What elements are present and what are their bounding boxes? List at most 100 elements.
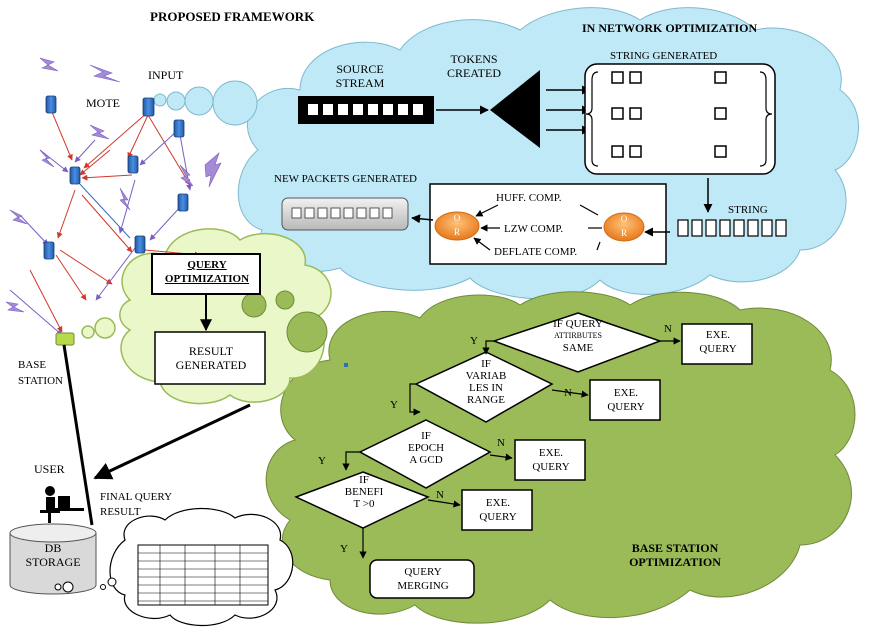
stream-cell xyxy=(308,104,318,115)
exe-query-label-2: EXE. QUERY xyxy=(607,387,645,413)
no-label-2: N xyxy=(564,387,572,399)
string-label: STRING xyxy=(728,204,768,216)
base-station-icon xyxy=(55,332,75,346)
decision-1-line-1: IF QUERY xyxy=(553,318,603,330)
lightning-icon xyxy=(89,64,121,83)
or-node-left xyxy=(434,211,480,241)
packet-cell xyxy=(330,207,341,219)
base-to-db-line xyxy=(62,344,94,526)
or-node-right xyxy=(603,212,645,242)
user-label: USER xyxy=(34,462,65,476)
mote-node xyxy=(43,241,55,260)
lightning-icon xyxy=(39,57,59,72)
yes-label-1: Y xyxy=(470,335,478,347)
in-network-title: IN NETWORK OPTIMIZATION xyxy=(582,21,758,35)
mote-label: MOTE xyxy=(86,96,120,110)
string-cell xyxy=(747,219,759,237)
mote-node xyxy=(142,97,155,117)
lightning-icon xyxy=(204,152,222,188)
result-to-user-arrow xyxy=(93,403,251,480)
tiny-marker xyxy=(344,363,348,367)
string-cells xyxy=(677,219,787,237)
decision-1-line-3: SAME xyxy=(562,342,594,354)
packet-cell xyxy=(382,207,393,219)
bs-optimization-title: BASE STATION OPTIMIZATION xyxy=(629,541,721,569)
result-generated-box xyxy=(154,331,266,385)
lightning-icon xyxy=(5,301,25,313)
packet-cell xyxy=(343,207,354,219)
decision-4-label: IF BENEFI T >0 xyxy=(344,474,384,510)
string-cell xyxy=(705,219,717,237)
mini-data-table xyxy=(138,545,268,605)
query-merging-box xyxy=(369,559,475,599)
stream-cell xyxy=(413,104,423,115)
mote-nodes xyxy=(43,95,189,260)
exe-query-box-2 xyxy=(589,379,661,421)
flowchart xyxy=(294,312,753,599)
packet-cells xyxy=(291,207,393,219)
decision-epoch-gcd xyxy=(358,419,492,489)
packet-cell xyxy=(304,207,315,219)
packet-cell xyxy=(369,207,380,219)
lzw-comp-label: LZW COMP. xyxy=(504,223,564,235)
no-label-1: N xyxy=(664,323,672,335)
exe-query-label-1: EXE. QUERY xyxy=(699,329,737,355)
packet-cell xyxy=(291,207,302,219)
lightning-icon xyxy=(119,187,131,211)
user-icon xyxy=(40,486,84,523)
no-label-3: N xyxy=(497,437,505,449)
or-label-top-left: O xyxy=(454,213,461,223)
or-label-bottom-left: R xyxy=(454,227,460,237)
yes-label-3: Y xyxy=(318,455,326,467)
tokens-created-label: TOKENS CREATED xyxy=(447,52,501,80)
packet-cell xyxy=(356,207,367,219)
string-squares xyxy=(611,71,727,158)
decision-2-label: IF VARIAB LES IN RANGE xyxy=(465,358,507,406)
string-cell xyxy=(775,219,787,237)
string-cell xyxy=(677,219,689,237)
yes-label-2: Y xyxy=(390,399,398,411)
mote-node xyxy=(127,155,139,174)
final-query-label: FINAL QUERY RESULT xyxy=(100,491,173,518)
base-station-label: BASE STATION xyxy=(18,359,63,387)
input-label: INPUT xyxy=(148,68,184,82)
decision-variables-range xyxy=(414,351,554,423)
source-stream-block xyxy=(298,96,434,124)
lightning-icons xyxy=(5,57,222,313)
network-edges xyxy=(9,111,201,336)
or-to-packet-arrow xyxy=(411,214,434,224)
stream-cells xyxy=(308,104,423,115)
mote-node xyxy=(69,166,81,185)
no-label-4: N xyxy=(436,489,444,501)
decision-1-line-2: ATTIRBUTES xyxy=(554,331,602,340)
lightning-icon xyxy=(179,164,194,187)
or-label-top-right: O xyxy=(621,214,628,224)
stream-cell xyxy=(338,104,348,115)
string-cell xyxy=(691,219,703,237)
db-storage-cylinder xyxy=(9,523,97,595)
stream-cell xyxy=(368,104,378,115)
lightning-icon xyxy=(9,209,28,225)
stream-cell xyxy=(353,104,363,115)
huff-comp-label: HUFF. COMP. xyxy=(496,192,562,204)
stream-cell xyxy=(383,104,393,115)
exe-query-label-3: EXE. QUERY xyxy=(532,447,570,473)
mote-node xyxy=(173,119,185,138)
new-packets-label: NEW PACKETS GENERATED xyxy=(274,173,418,185)
string-cell xyxy=(719,219,731,237)
flowchart-arrows xyxy=(342,337,681,559)
string-cell xyxy=(733,219,745,237)
exe-query-box-4 xyxy=(461,489,533,531)
yes-label-4: Y xyxy=(340,543,348,555)
stream-cell xyxy=(398,104,408,115)
query-optimization-box xyxy=(151,253,261,295)
stream-cell xyxy=(323,104,333,115)
lightning-icon xyxy=(89,124,110,140)
result-generated-label: RESULT GENERATED xyxy=(175,344,247,372)
source-stream-label: SOURCE STREAM xyxy=(335,62,385,90)
or-label-bottom-right: R xyxy=(621,228,627,238)
diagram-title: PROPOSED FRAMEWORK xyxy=(150,9,315,24)
decision-3-label: IF EPOCH A GCD xyxy=(407,430,445,466)
exe-query-label-4: EXE. QUERY xyxy=(479,497,517,523)
